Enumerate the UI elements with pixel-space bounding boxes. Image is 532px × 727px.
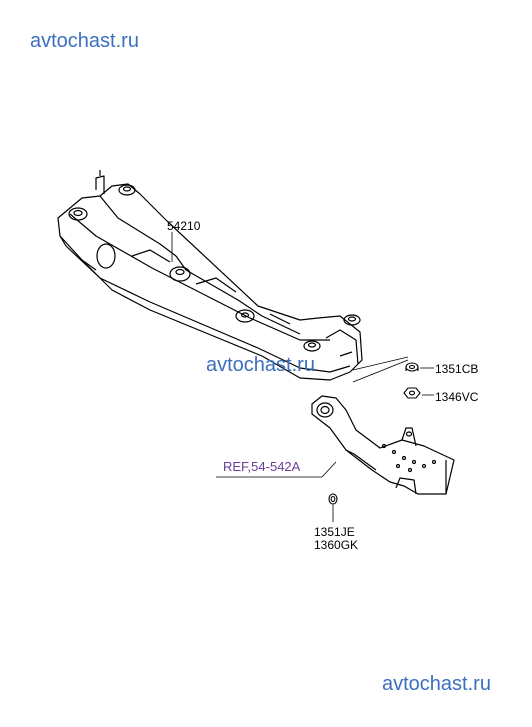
watermark-middle: avtochast.ru xyxy=(206,354,315,376)
label-nut-b: 1346VC xyxy=(435,390,479,404)
label-washer-a: 1351JE xyxy=(314,525,355,539)
crossmember-54210 xyxy=(57,170,363,381)
reference-bracket xyxy=(311,395,455,495)
label-reference: REF,54-542A xyxy=(223,459,301,474)
label-nut-a: 1351CB xyxy=(435,362,479,376)
label-washer-b: 1360GK xyxy=(314,538,359,552)
watermark-top: avtochast.ru xyxy=(30,30,139,52)
label-crossmember: 54210 xyxy=(167,219,201,233)
washer xyxy=(328,493,338,505)
fastener-nuts xyxy=(403,362,421,399)
watermark-bottom: avtochast.ru xyxy=(382,673,491,695)
leader-lines xyxy=(171,232,434,522)
